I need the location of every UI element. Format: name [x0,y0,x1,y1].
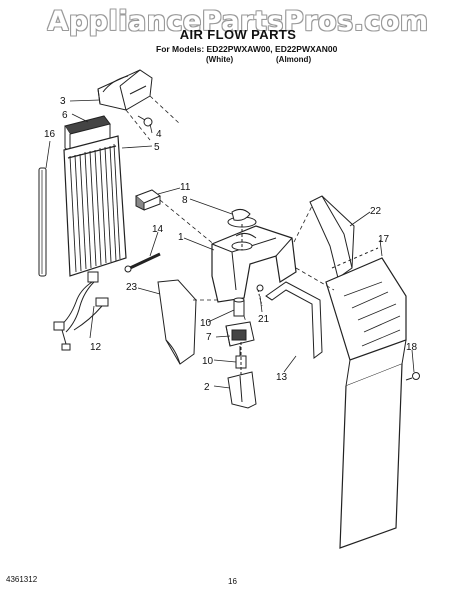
callout-5: 5 [154,142,160,153]
callout-4: 4 [156,129,162,140]
part-22-baffle[interactable] [309,195,355,279]
part-18-screw[interactable] [405,372,420,381]
part-3-duct-cover[interactable] [97,69,153,111]
color-label-almond: (Almond) [276,55,312,64]
part-5-evaporator-cover[interactable] [63,135,127,277]
callout-2: 2 [204,382,210,393]
color-label-white: (White) [206,55,234,64]
callout-18: 18 [406,342,418,353]
callout-13: 13 [276,372,288,383]
callout-numbers: 3 6 16 4 5 11 8 14 1 22 17 23 12 10 21 7… [44,96,418,393]
part-11-bracket[interactable] [135,189,161,211]
page-number: 16 [228,577,237,586]
callout-3: 3 [60,96,66,107]
callout-17: 17 [378,234,390,245]
callout-1: 1 [178,232,184,243]
part-2-motor-bracket[interactable] [227,371,257,409]
document-number: 4361312 [6,575,38,584]
callout-10-lower: 10 [202,356,214,367]
callout-11: 11 [180,182,191,193]
model-numbers: For Models: ED22PWXAW00, ED22PWXAN00 [156,44,338,54]
part-8-fan-blade[interactable] [227,208,257,251]
part-16-gasket-strip[interactable] [38,167,47,277]
part-12-wire-harness[interactable] [53,271,109,351]
callout-21: 21 [258,314,270,325]
callout-7: 7 [206,332,212,343]
part-13-channel[interactable] [265,281,323,359]
callout-16: 16 [44,129,56,140]
callout-14: 14 [152,224,164,235]
part-23-left-baffle[interactable] [157,279,197,365]
part-21-screw[interactable] [256,284,264,307]
page-title: AIR FLOW PARTS [179,27,297,42]
callout-23: 23 [126,282,138,293]
callout-10-upper: 10 [200,318,212,329]
callout-leaders [45,99,415,389]
watermark-logo: AppliancePartsPros.com [47,6,429,37]
callout-12: 12 [90,342,102,353]
part-17-rear-duct-panel[interactable] [325,247,407,549]
assembly-guide-lines [125,95,335,323]
part-10-grommet-upper[interactable] [233,297,245,317]
part-7-fan-motor[interactable] [225,321,255,356]
callout-22: 22 [370,206,382,217]
callout-8: 8 [182,195,188,206]
callout-6: 6 [62,110,68,121]
part-14-rod[interactable] [124,252,161,273]
